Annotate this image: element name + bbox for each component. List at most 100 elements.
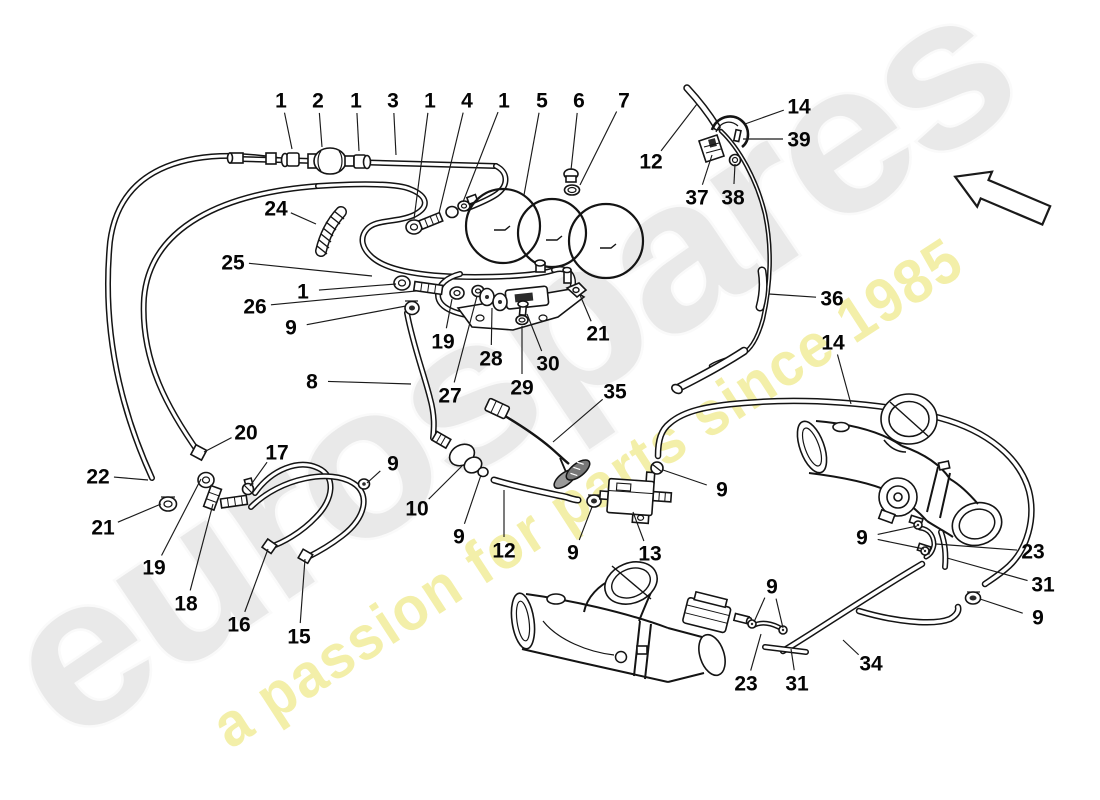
- callout-label-18[interactable]: 18: [174, 593, 198, 616]
- callout-leader: [578, 506, 593, 541]
- hose-end-cap: [226, 152, 234, 164]
- callout-label-39[interactable]: 39: [787, 129, 810, 152]
- callout-label-26[interactable]: 26: [243, 296, 266, 319]
- callout-label-23[interactable]: 23: [734, 673, 757, 696]
- callout-label-1[interactable]: 1: [498, 90, 510, 113]
- callout-label-10[interactable]: 10: [405, 498, 428, 521]
- callout-label-21[interactable]: 21: [91, 517, 115, 540]
- callout-leader: [161, 478, 202, 556]
- callout-leader: [753, 597, 766, 623]
- callout-label-27[interactable]: 27: [438, 385, 461, 408]
- callout-label-14[interactable]: 14: [821, 332, 845, 355]
- clamp-9-on-valve10: [477, 466, 489, 478]
- clip-9-hose15: [357, 478, 371, 490]
- callout-label-15[interactable]: 15: [287, 626, 311, 649]
- direction-arrow-icon: [953, 170, 1052, 227]
- callout-label-9[interactable]: 9: [856, 527, 868, 550]
- nut-29: [515, 314, 529, 326]
- connector-19-mid: [449, 286, 465, 300]
- callout-label-9[interactable]: 9: [567, 542, 579, 565]
- callout-label-22[interactable]: 22: [86, 466, 109, 489]
- callout-leader: [632, 511, 645, 542]
- callout-label-9[interactable]: 9: [387, 453, 399, 476]
- clip-9-arc14: [650, 461, 664, 475]
- bracket-37: [697, 133, 726, 164]
- callout-label-12[interactable]: 12: [639, 151, 662, 174]
- vacuum-reservoir-5: [464, 187, 645, 280]
- callout-label-9[interactable]: 9: [453, 526, 465, 549]
- fitting-row-mid: [393, 275, 485, 316]
- throttle-body: [796, 393, 1003, 605]
- callout-label-19[interactable]: 19: [142, 557, 165, 580]
- callout-leader: [462, 111, 499, 203]
- callout-leader: [327, 380, 412, 385]
- callout-label-24[interactable]: 24: [264, 198, 288, 221]
- callout-label-23[interactable]: 23: [1021, 541, 1044, 564]
- callout-leader: [413, 112, 429, 220]
- callout-label-3[interactable]: 3: [387, 90, 399, 113]
- callout-label-9[interactable]: 9: [766, 576, 778, 599]
- callout-leader: [189, 503, 214, 591]
- callout-label-31[interactable]: 31: [785, 673, 809, 696]
- callout-label-31[interactable]: 31: [1031, 574, 1055, 597]
- clip-9-upper-a: [913, 520, 923, 530]
- callout-leader: [318, 283, 397, 291]
- callout-label-1[interactable]: 1: [350, 90, 362, 113]
- callout-label-28[interactable]: 28: [479, 348, 503, 371]
- callout-leader: [579, 111, 618, 186]
- callout-leader: [438, 112, 464, 214]
- components-layer: [158, 115, 1052, 683]
- callout-label-34[interactable]: 34: [859, 653, 883, 676]
- callout-leader: [570, 112, 578, 171]
- callout-label-17[interactable]: 17: [265, 442, 288, 465]
- callout-label-21[interactable]: 21: [586, 323, 610, 346]
- callout-label-13[interactable]: 13: [638, 543, 661, 566]
- callout-label-5[interactable]: 5: [536, 90, 548, 113]
- grommet-9-mid: [404, 300, 420, 316]
- callout-label-9[interactable]: 9: [285, 317, 297, 340]
- grommet-9-valve13: [586, 494, 602, 508]
- callout-leader: [356, 112, 360, 152]
- clamp-28-b: [492, 292, 508, 312]
- callout-label-12[interactable]: 12: [492, 540, 515, 563]
- callout-label-36[interactable]: 36: [820, 288, 843, 311]
- callout-leader: [877, 525, 918, 536]
- callout-leader: [244, 548, 269, 613]
- fitting-cluster-top: [405, 193, 479, 235]
- callout-label-25[interactable]: 25: [221, 252, 245, 275]
- callout-label-20[interactable]: 20: [234, 422, 257, 445]
- callout-label-7[interactable]: 7: [618, 90, 630, 113]
- callout-label-8[interactable]: 8: [306, 371, 318, 394]
- callout-label-30[interactable]: 30: [536, 353, 559, 376]
- callout-leader: [979, 598, 1023, 614]
- callout-label-9[interactable]: 9: [1032, 607, 1044, 630]
- callout-leader: [836, 354, 852, 405]
- callout-label-1[interactable]: 1: [297, 281, 309, 304]
- callout-label-35[interactable]: 35: [603, 381, 627, 404]
- callout-label-9[interactable]: 9: [716, 479, 728, 502]
- callout-label-16[interactable]: 16: [227, 614, 250, 637]
- callout-leader: [113, 476, 149, 481]
- callout-leader: [299, 558, 306, 624]
- wiring-harness-35: [484, 397, 591, 490]
- hose-20-end-sleeve: [189, 443, 208, 462]
- callout-label-1[interactable]: 1: [424, 90, 436, 113]
- callout-leader: [248, 262, 373, 277]
- callout-leader: [775, 598, 784, 629]
- callout-label-37[interactable]: 37: [685, 187, 708, 210]
- callout-label-2[interactable]: 2: [312, 90, 324, 113]
- callout-label-14[interactable]: 14: [787, 96, 811, 119]
- ring-7: [563, 184, 581, 196]
- callout-label-19[interactable]: 19: [431, 331, 454, 354]
- callout-leader: [318, 112, 323, 148]
- callout-label-38[interactable]: 38: [721, 187, 745, 210]
- callout-label-1[interactable]: 1: [275, 90, 287, 113]
- callout-label-6[interactable]: 6: [573, 90, 585, 113]
- callout-label-4[interactable]: 4: [461, 90, 473, 113]
- callout-leader: [523, 112, 540, 196]
- callout-label-29[interactable]: 29: [510, 377, 533, 400]
- connector-1-right: [353, 154, 372, 170]
- callout-leader: [877, 538, 925, 550]
